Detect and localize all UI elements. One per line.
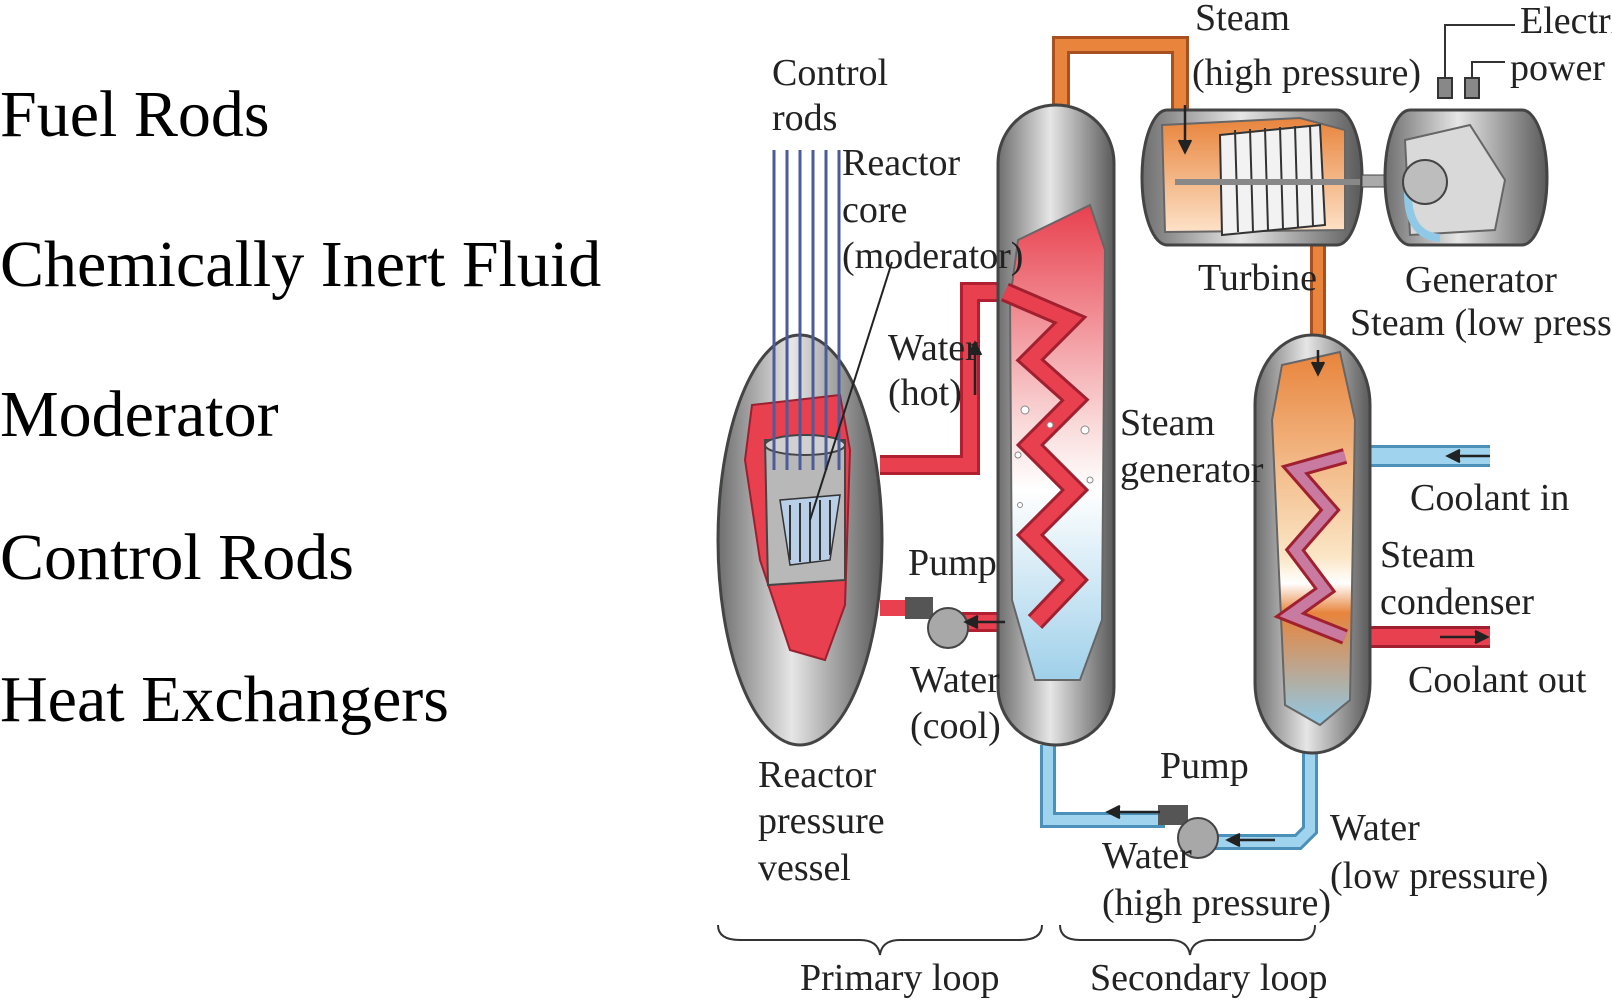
secondary-loop-label: Secondary loop — [1090, 957, 1327, 999]
primary-loop-brace — [718, 925, 1042, 955]
secondary-loop-brace — [1060, 925, 1315, 955]
turbine-label: Turbine — [1198, 257, 1317, 299]
reactor-core-label-2: core — [842, 189, 907, 231]
steam-high-label-1: Steam — [1195, 0, 1290, 39]
steam-high-label-2: (high pressure) — [1192, 52, 1421, 94]
reactor-vessel-label-3: vessel — [758, 847, 851, 889]
reactor-core-label-3: (moderator) — [842, 235, 1023, 277]
steam-condenser-label-2: condenser — [1380, 581, 1534, 623]
water-cool-label-1: Water — [910, 659, 1000, 701]
pump1-label: Pump — [908, 542, 997, 584]
feedwater-pipe — [1048, 745, 1165, 820]
coolant-in-label: Coolant in — [1410, 477, 1569, 519]
water-hot-label-2: (hot) — [888, 372, 962, 414]
steam-low-label: Steam (low pressure) — [1350, 302, 1612, 344]
reactor-vessel-label-2: pressure — [758, 800, 885, 842]
reactor-vessel-label-1: Reactor — [758, 754, 877, 796]
electric-power-label-2: power — [1510, 47, 1605, 89]
coolant-out-label: Coolant out — [1408, 659, 1587, 701]
pump2-label: Pump — [1160, 745, 1249, 787]
primary-pump-icon — [905, 597, 968, 648]
steam-high-pipe — [1061, 45, 1180, 110]
control-rods-label-2: rods — [772, 97, 837, 139]
primary-loop-label: Primary loop — [800, 957, 999, 999]
water-low-label-2: (low pressure) — [1330, 855, 1548, 897]
water-high-label-2: (high pressure) — [1102, 882, 1331, 924]
water-cool-label-2: (cool) — [910, 705, 1001, 747]
power-leads — [1438, 25, 1515, 98]
water-high-label-1: Water — [1102, 835, 1192, 877]
steam-generator-label-1: Steam — [1120, 402, 1215, 444]
water-low-label-1: Water — [1330, 807, 1420, 849]
control-rods-label-1: Control — [772, 52, 888, 94]
steam-condenser-label-1: Steam — [1380, 534, 1475, 576]
reactor-core-label-1: Reactor — [842, 142, 961, 184]
generator-label: Generator — [1405, 259, 1557, 301]
water-hot-label-1: Water — [888, 327, 978, 369]
steam-generator-label-2: generator — [1120, 449, 1264, 491]
electric-power-label-1: Electric — [1520, 0, 1612, 42]
